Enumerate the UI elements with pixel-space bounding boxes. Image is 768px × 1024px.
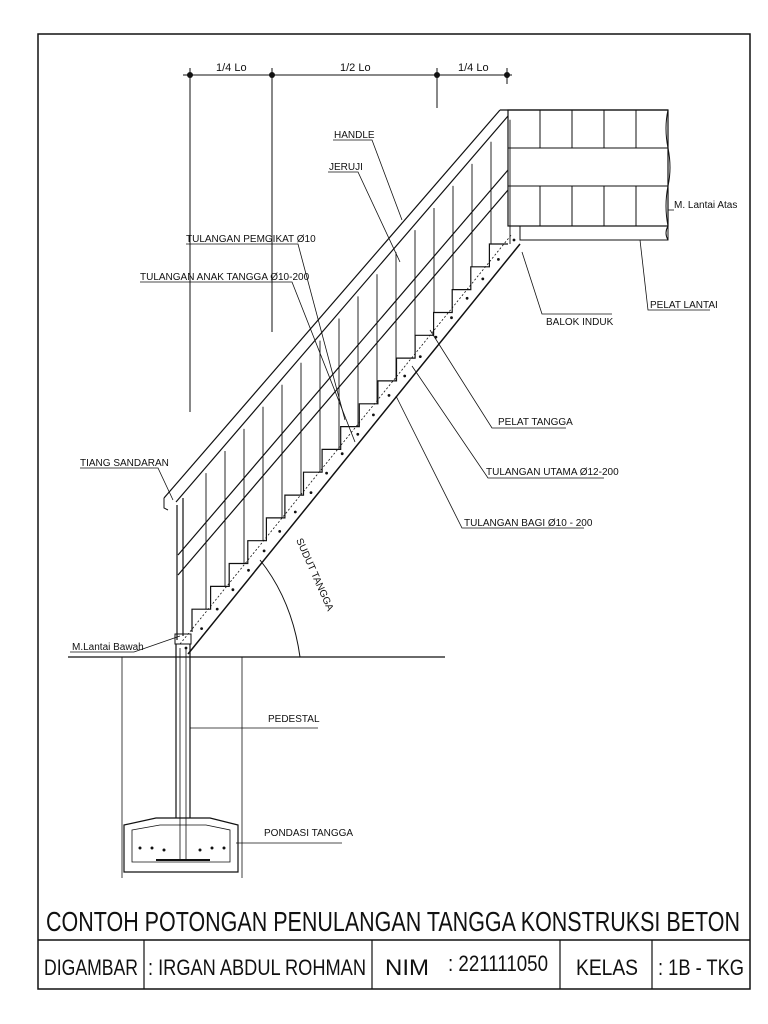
middle-rail (177, 169, 509, 576)
kelas-label: KELAS (576, 955, 638, 980)
rebar-dot (278, 530, 282, 533)
label-tulangan-utama: TULANGAN UTAMA Ø12-200 (486, 467, 619, 478)
label-handle: HANDLE (334, 130, 375, 141)
rebar-dot (372, 413, 375, 417)
digambar-value: : IRGAN ABDUL ROHMAN (148, 955, 366, 980)
label-pelat-lantai: PELAT LANTAI (650, 300, 718, 311)
dim-quarter-left: 1/4 Lo (216, 62, 247, 74)
pedestal (174, 633, 192, 860)
nim-label: NIM (385, 955, 429, 980)
upper-floor-block (507, 109, 671, 241)
label-jeruji: JERUJI (329, 162, 363, 173)
label-tulangan-bagi: TULANGAN BAGI Ø10 - 200 (464, 518, 593, 529)
baluster-group (205, 119, 511, 610)
nim-value: : 221111050 (448, 951, 548, 976)
rebar-dot (497, 258, 500, 261)
rebar-dots (184, 238, 516, 650)
rebar-dot (309, 491, 313, 494)
sheet-border (37, 33, 751, 990)
rebar-dot (340, 452, 344, 456)
dim-quarter-right: 1/4 Lo (458, 62, 489, 74)
leader-lines (70, 139, 710, 844)
left-post (176, 498, 184, 640)
rebar-dot (200, 627, 204, 630)
rebar-dot (356, 432, 360, 436)
title-block: DIGAMBAR : IRGAN ABDUL ROHMAN NIM : 2211… (44, 940, 744, 989)
label-pedestal: PEDESTAL (268, 714, 320, 725)
stair-slab (179, 233, 521, 655)
rebar-dot (231, 588, 235, 592)
rebar-dot (403, 374, 407, 378)
rebar-dot (325, 471, 328, 475)
label-pelat-tangga: PELAT TANGGA (498, 417, 573, 428)
step-profile (191, 243, 508, 632)
rebar-dot (262, 549, 266, 553)
handrail (163, 109, 668, 511)
digambar-label: DIGAMBAR (44, 955, 138, 980)
rebar-dot (450, 316, 453, 320)
label-m-lantai-bawah: M.Lantai Bawah (72, 642, 144, 653)
rebar-dot (293, 510, 297, 514)
label-m-lantai-atas: M. Lantai Atas (674, 200, 737, 211)
rebar-dot (215, 607, 219, 611)
rebar-dot (387, 394, 391, 397)
rebar-dot (247, 568, 250, 572)
label-pondasi-tangga: PONDASI TANGGA (264, 828, 353, 839)
rebar-dot (481, 277, 485, 281)
label-sudut-tangga: SUDUT TANGGA (293, 537, 335, 613)
rebar-dot (512, 238, 516, 242)
stair-steps (191, 243, 508, 632)
dimension-line: 1/4 Lo 1/2 Lo 1/4 Lo (183, 62, 512, 412)
drawing-title: CONTOH POTONGAN PENULANGAN TANGGA KONSTR… (46, 906, 740, 937)
footing (123, 817, 239, 873)
label-tiang-sandaran: TIANG SANDARAN (80, 458, 169, 469)
stair-angle-arc (259, 559, 301, 658)
label-balok-induk: BALOK INDUK (546, 317, 614, 328)
rebar-dot (465, 296, 469, 300)
label-tulangan-pemgikat: TULANGAN PEMGIKAT Ø10 (186, 234, 316, 245)
rebar-dot (418, 355, 422, 358)
label-tulangan-anak-tangga: TULANGAN ANAK TANGGA Ø10-200 (140, 272, 310, 283)
kelas-value: : 1B - TKG (658, 955, 744, 980)
dim-half: 1/2 Lo (340, 62, 371, 74)
